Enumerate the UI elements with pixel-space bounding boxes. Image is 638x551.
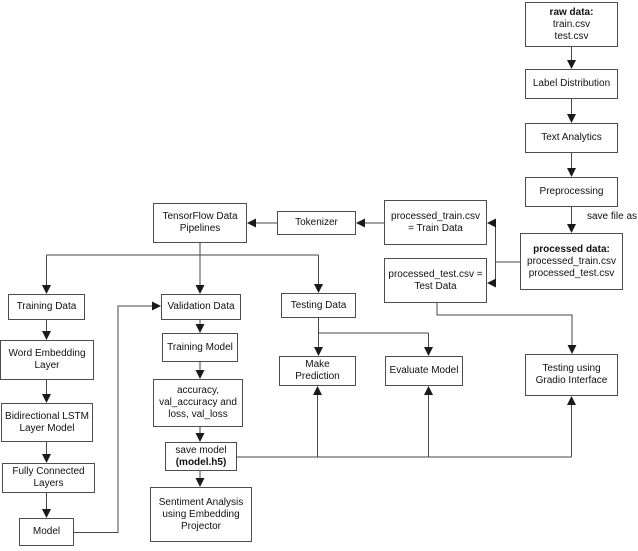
edge-processedtest-to-gradio	[436, 303, 577, 354]
node-training-data: Training Data	[8, 294, 85, 320]
node-label: Model	[32, 526, 61, 537]
node-gradio-interface: Testing using Gradio Interface	[525, 354, 618, 396]
node-evaluate-model: Evaluate Model	[385, 356, 463, 386]
edge-label-save-file-as: save file as	[587, 211, 638, 222]
node-processed-data: processed data: processed_train.csv proc…	[520, 233, 623, 290]
node-label: Tokenizer	[295, 217, 338, 228]
node-raw-data-title: raw data:	[549, 6, 594, 18]
node-label: Validation Data	[167, 301, 235, 312]
node-validation-data: Validation Data	[161, 294, 241, 320]
node-raw-data-line1: train.csv	[552, 18, 591, 30]
edge-model-to-validationdata	[74, 301, 161, 533]
node-label-distribution: Label Distribution	[525, 69, 618, 99]
node-word-embedding-layer: Word Embedding Layer	[0, 340, 94, 380]
node-label: accuracy, val_accuracy and loss, val_los…	[159, 385, 237, 420]
node-fully-connected-layers: Fully Connected Layers	[2, 463, 95, 493]
node-label: Preprocessing	[539, 186, 604, 197]
node-label: Make Prediction	[295, 359, 340, 382]
node-training-model: Training Model	[162, 333, 238, 362]
node-label: processed_train.csv = Train Data	[391, 210, 480, 234]
node-label: TensorFlow Data Pipelines	[162, 211, 238, 234]
node-processed-train: processed_train.csv = Train Data	[384, 200, 487, 245]
node-processed-data-title: processed data:	[533, 243, 610, 255]
node-text-analytics: Text Analytics	[525, 123, 618, 153]
node-label: processed_test.csv = Test Data	[388, 268, 483, 292]
node-label: Training Data	[16, 301, 77, 312]
node-label: Testing Data	[290, 299, 347, 311]
node-save-model-line2: (model.h5)	[175, 456, 227, 468]
edge-processeddata-to-processedtrain	[487, 218, 520, 263]
node-sentiment-projector: Sentiment Analysis using Embedding Proje…	[150, 487, 252, 542]
node-label: Label Distribution	[532, 78, 611, 89]
node-processed-data-line2: processed_test.csv	[528, 267, 615, 279]
node-save-model: save model (model.h5)	[165, 442, 237, 471]
node-save-model-line1: save model	[175, 444, 227, 456]
node-metrics: accuracy, val_accuracy and loss, val_los…	[153, 379, 243, 427]
node-label: Word Embedding Layer	[8, 348, 86, 371]
node-label: Training Model	[167, 341, 233, 353]
node-label: Bidirectional LSTM Layer Model	[5, 410, 89, 434]
node-processed-data-line1: processed_train.csv	[527, 255, 616, 267]
node-label: Text Analytics	[541, 132, 602, 143]
node-bidirectional-lstm: Bidirectional LSTM Layer Model	[1, 403, 93, 442]
node-label: Evaluate Model	[389, 365, 459, 376]
node-label: Fully Connected Layers	[12, 466, 85, 489]
node-raw-data-line2: test.csv	[554, 30, 589, 42]
node-preprocessing: Preprocessing	[525, 177, 618, 207]
edge-testingdata-rail	[318, 318, 429, 334]
node-processed-test: processed_test.csv = Test Data	[384, 258, 487, 303]
node-testing-data: Testing Data	[281, 293, 356, 318]
node-label: Testing using Gradio Interface	[535, 363, 608, 386]
node-model: Model	[19, 518, 74, 546]
node-tokenizer: Tokenizer	[277, 211, 356, 235]
node-make-prediction: Make Prediction	[279, 356, 356, 386]
node-label: Sentiment Analysis using Embedding Proje…	[158, 496, 244, 532]
node-tensorflow-data-pipelines: TensorFlow Data Pipelines	[153, 203, 247, 243]
edge-processeddata-to-processedtest	[487, 262, 496, 288]
node-raw-data: raw data: train.csv test.csv	[525, 2, 618, 47]
